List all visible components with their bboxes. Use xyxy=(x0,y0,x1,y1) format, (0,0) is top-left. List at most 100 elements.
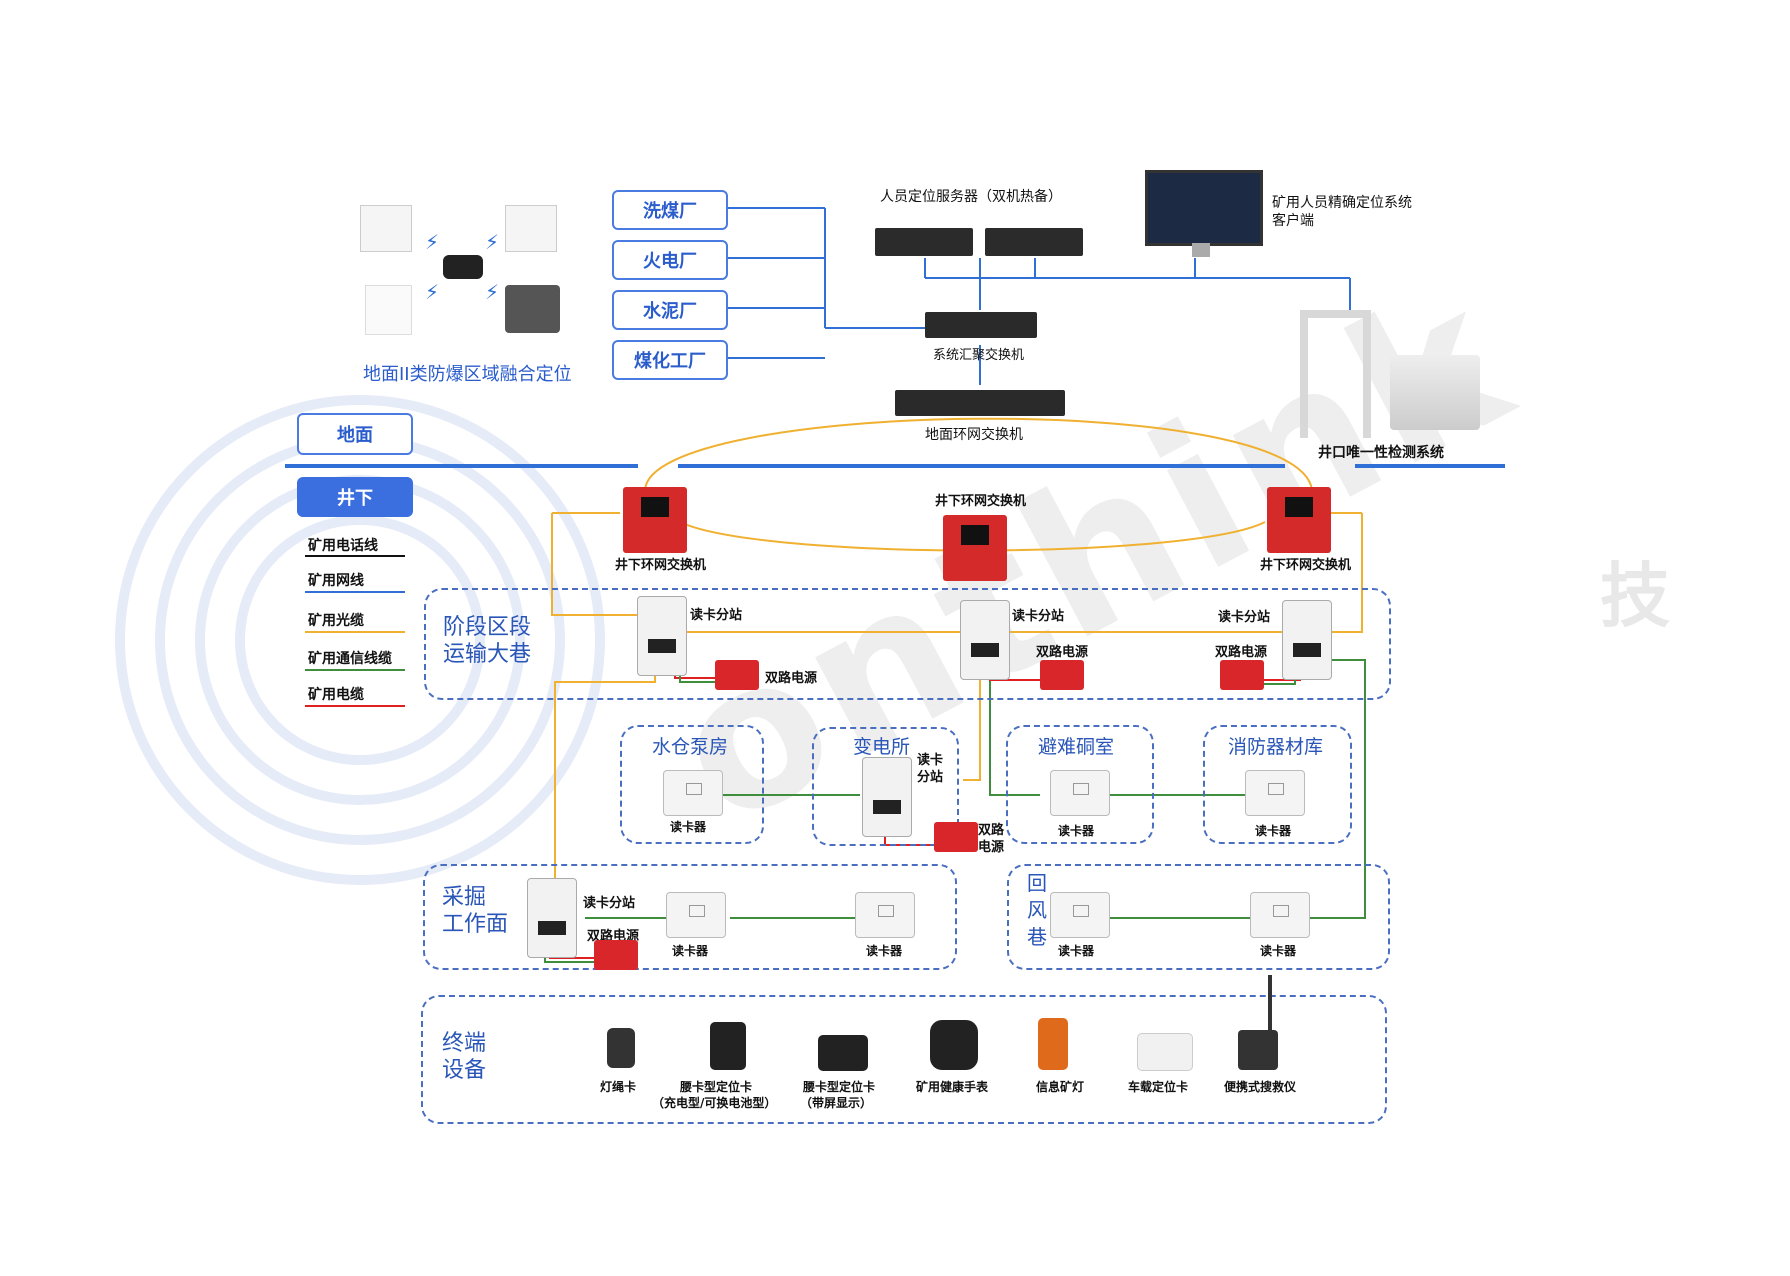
signal-icon: ⚡ xyxy=(485,280,500,304)
zone-refuge xyxy=(1006,725,1154,844)
base-station-icon xyxy=(505,205,557,252)
zone-return-air xyxy=(1007,864,1390,970)
zone-mining-title: 采掘 工作面 xyxy=(442,885,509,937)
card-reader-label: 读卡器 xyxy=(1058,944,1095,958)
wellhead-detector-icon xyxy=(1300,310,1371,438)
dual-power-icon xyxy=(1220,660,1264,690)
turnstile-icon xyxy=(1390,355,1480,430)
signal-icon: ⚡ xyxy=(485,230,500,254)
waist-card-icon xyxy=(710,1022,746,1070)
monitor-stand-icon xyxy=(1192,243,1210,257)
monitor-icon xyxy=(1145,170,1263,246)
industry-box[interactable]: 煤化工厂 xyxy=(612,340,728,380)
legend-label: 矿用电缆 xyxy=(308,687,364,703)
terminal-name: 信息矿灯 xyxy=(1036,1080,1085,1094)
reader-substation-label: 读卡分站 xyxy=(1218,610,1271,625)
dual-power-label: 双路电源 xyxy=(1036,645,1089,660)
panel-icon xyxy=(365,285,412,335)
dual-power-label: 双路电源 xyxy=(1215,645,1268,660)
dual-power-icon xyxy=(1040,660,1084,690)
card-reader-label: 读卡器 xyxy=(1058,824,1095,838)
legend-label: 矿用通信线缆 xyxy=(308,651,392,667)
card-reader-label: 读卡器 xyxy=(866,944,903,958)
card-reader-icon xyxy=(855,892,915,938)
legend-label: 矿用电话线 xyxy=(308,538,378,554)
ground-zone-title: 地面II类防爆区域融合定位 xyxy=(363,364,572,385)
ground-devices-illustration: ⚡ ⚡ ⚡ ⚡ xyxy=(355,200,575,340)
card-reader-label: 读卡器 xyxy=(672,944,709,958)
legend-label: 矿用光缆 xyxy=(308,613,364,629)
terminal-sub: （充电型/可换电池型） xyxy=(652,1096,777,1110)
portable-searcher-icon xyxy=(1238,1030,1278,1070)
terminal-name: 便携式搜救仪 xyxy=(1224,1080,1297,1094)
base-station-icon xyxy=(360,205,412,252)
wellhead-label: 井口唯一性检测系统 xyxy=(1318,445,1444,461)
underground-ring-switch-icon xyxy=(1267,487,1331,553)
industry-box[interactable]: 火电厂 xyxy=(612,240,728,280)
industry-box[interactable]: 水泥厂 xyxy=(612,290,728,330)
antenna-icon xyxy=(1268,975,1272,1030)
industry-box[interactable]: 洗煤厂 xyxy=(612,190,728,230)
terminal-name: 腰卡型定位卡 xyxy=(803,1080,876,1094)
lamp-cord-card-icon xyxy=(607,1028,635,1068)
dual-power-icon xyxy=(594,940,638,970)
reader-substation-label: 读卡 分站 xyxy=(917,753,944,785)
zone-sump-title: 水仓泵房 xyxy=(652,736,729,758)
terminal-name: 腰卡型定位卡 xyxy=(680,1080,753,1094)
zone-transport-roadway xyxy=(424,588,1391,700)
dual-power-label: 双路 电源 xyxy=(978,823,1005,855)
server-label: 人员定位服务器（双机热备） xyxy=(880,189,1062,205)
dual-power-icon xyxy=(934,822,978,852)
zone-terminal-title: 终端 设备 xyxy=(442,1031,487,1083)
screen-card-icon xyxy=(818,1035,868,1071)
card-reader-label: 读卡器 xyxy=(1255,824,1292,838)
underground-ring-switch-label: 井下环网交换机 xyxy=(615,558,707,573)
cap-lamp-icon xyxy=(1038,1018,1068,1070)
reader-substation-icon xyxy=(862,757,912,837)
ground-tab[interactable]: 地面 xyxy=(297,413,413,455)
underground-ring-switch-label: 井下环网交换机 xyxy=(935,494,1027,509)
zone-mining-face xyxy=(423,864,957,970)
card-reader-icon xyxy=(1245,770,1305,816)
client-label-2: 客户端 xyxy=(1272,213,1314,229)
reader-substation-icon xyxy=(1282,600,1332,680)
agg-switch-icon xyxy=(925,312,1037,338)
dual-power-icon xyxy=(715,660,759,690)
underground-ring-switch-icon xyxy=(623,487,687,553)
terminal-name: 矿用健康手表 xyxy=(916,1080,989,1094)
dual-power-label: 双路电源 xyxy=(765,671,818,686)
ground-ring-switch-label: 地面环网交换机 xyxy=(925,427,1023,443)
reader-substation-icon xyxy=(960,600,1010,680)
underground-tab[interactable]: 井下 xyxy=(297,477,413,517)
underground-ring-switch-icon xyxy=(943,515,1007,581)
zone-terminals xyxy=(421,995,1387,1124)
server-icon xyxy=(985,228,1083,256)
card-reader-icon xyxy=(663,770,723,816)
legend-label: 矿用网线 xyxy=(308,573,364,589)
health-watch-icon xyxy=(930,1020,978,1070)
ground-ring-switch-icon xyxy=(895,390,1065,416)
server-icon xyxy=(875,228,973,256)
zone-refuge-title: 避难硐室 xyxy=(1038,736,1115,758)
zone-substation-title: 变电所 xyxy=(853,736,911,758)
signal-icon: ⚡ xyxy=(425,280,440,304)
card-reader-icon xyxy=(1050,892,1110,938)
tag-icon xyxy=(443,255,483,279)
card-reader-icon xyxy=(1050,770,1110,816)
card-reader-label: 读卡器 xyxy=(670,820,707,834)
agg-switch-label: 系统汇聚交换机 xyxy=(933,348,1025,363)
client-label-1: 矿用人员精确定位系统 xyxy=(1272,195,1412,211)
reader-substation-label: 读卡分站 xyxy=(690,608,743,623)
gateway-icon xyxy=(505,285,560,333)
card-reader-label: 读卡器 xyxy=(1260,944,1297,958)
zone-fire-title: 消防器材库 xyxy=(1228,736,1324,758)
signal-icon: ⚡ xyxy=(425,230,440,254)
terminal-name: 车载定位卡 xyxy=(1128,1080,1189,1094)
zone-fire xyxy=(1203,725,1352,844)
reader-substation-icon xyxy=(637,596,687,676)
zone-substation xyxy=(812,727,959,846)
terminal-name: 灯绳卡 xyxy=(600,1080,637,1094)
terminal-sub: （带屏显示） xyxy=(800,1096,873,1110)
zone-transport-title: 阶段区段 运输大巷 xyxy=(443,615,532,667)
card-reader-icon xyxy=(666,892,726,938)
